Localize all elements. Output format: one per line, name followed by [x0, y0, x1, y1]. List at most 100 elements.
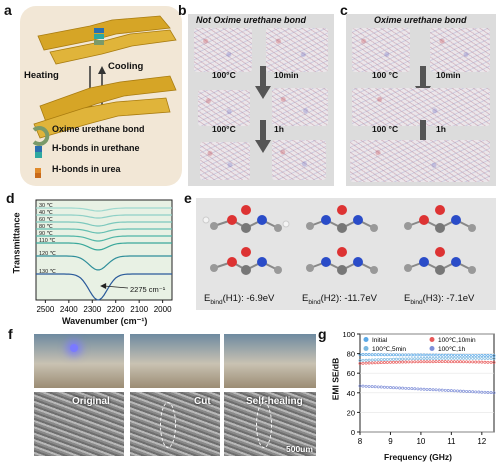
- sim-b-10min-left: [198, 90, 250, 126]
- c-step2-time: 1h: [436, 124, 446, 134]
- emi-data-point: [379, 361, 383, 365]
- panel-c-title: Oxime urethane bond: [374, 15, 467, 25]
- emi-x-tick-label: 8: [358, 437, 363, 446]
- emi-data-point: [486, 354, 490, 357]
- emi-y-tick-label: 60: [347, 369, 355, 378]
- ftir-series-line: [36, 214, 172, 219]
- emi-data-point: [401, 353, 405, 357]
- emi-data-point: [443, 353, 447, 357]
- emi-data-point: [389, 386, 392, 389]
- emi-data-point: [361, 361, 365, 365]
- emi-data-point: [456, 356, 459, 360]
- c-step2-temp: 100 °C: [372, 124, 399, 134]
- emi-data-point: [373, 358, 377, 362]
- emi-data-point: [465, 360, 469, 364]
- emi-legend-marker: [363, 346, 369, 351]
- emi-data-point: [373, 353, 377, 357]
- emi-data-point: [489, 391, 493, 395]
- emi-data-point: [389, 360, 392, 364]
- emi-data-point: [474, 360, 478, 364]
- b-step1-time: 10min: [274, 70, 299, 80]
- emi-data-point: [437, 388, 441, 392]
- emi-data-point: [392, 353, 395, 357]
- ftir-ylabel: Transmittance: [11, 212, 22, 274]
- emi-data-point: [367, 384, 371, 388]
- emi-data-point: [364, 384, 368, 388]
- emi-legend-marker: [429, 337, 435, 342]
- sim-b-10min-right: [272, 88, 328, 126]
- emi-data-point: [404, 353, 408, 357]
- emi-data-point: [446, 389, 450, 392]
- ftir-series-label: 120 ℃: [39, 251, 57, 257]
- ftir-plot-area: [35, 199, 173, 301]
- emi-y-tick-label: 100: [342, 330, 355, 339]
- emi-data-point: [395, 360, 398, 364]
- sim-b-initial-left: [194, 28, 252, 72]
- emi-data-point: [434, 388, 438, 392]
- emi-data-point: [410, 360, 414, 364]
- emi-data-point: [373, 385, 377, 389]
- emi-data-point: [410, 387, 414, 391]
- c-step1-time: 10min: [436, 70, 461, 80]
- emi-data-point: [425, 360, 429, 364]
- emi-data-point: [364, 353, 368, 357]
- emi-data-point: [413, 387, 417, 391]
- cut-highlight-ellipse: [160, 402, 176, 448]
- emi-data-point: [361, 353, 365, 357]
- b-arrow-down-2: [255, 120, 271, 153]
- emi-data-point: [401, 360, 405, 364]
- emi-data-point: [431, 360, 435, 364]
- emi-data-point: [404, 357, 408, 361]
- ftir-series-label: 40 ℃: [39, 210, 54, 216]
- emi-y-tick-label: 80: [347, 350, 355, 359]
- emi-data-point: [480, 356, 484, 360]
- emi-data-point: [434, 356, 438, 360]
- emi-data-point: [413, 357, 417, 361]
- emi-x-tick-label: 11: [447, 437, 456, 446]
- emi-data-point: [462, 353, 465, 357]
- emi-data-point: [468, 356, 472, 360]
- emi-data-point: [477, 356, 481, 360]
- emi-data-point: [376, 385, 380, 389]
- emi-data-point: [382, 385, 386, 389]
- emi-data-point: [492, 357, 496, 360]
- emi-data-point: [471, 353, 475, 357]
- emi-data-point: [477, 353, 481, 357]
- panel-g-label: g: [318, 326, 327, 342]
- emi-data-point: [416, 360, 420, 364]
- ftir-series-line: [36, 221, 172, 227]
- emi-data-point: [492, 360, 496, 364]
- legend-urethane-label: H-bonds in urethane: [52, 143, 140, 153]
- molecule-h2-top: [306, 205, 378, 233]
- emi-legend-label: Initial: [372, 337, 388, 344]
- emi-data-point: [419, 353, 423, 357]
- panel-b-title: Not Oxime urethane bond: [196, 15, 307, 25]
- emi-data-point: [462, 356, 465, 360]
- emi-data-point: [452, 389, 456, 393]
- emi-data-point: [480, 390, 484, 394]
- emi-data-point: [404, 360, 408, 364]
- sim-c-1h: [350, 140, 490, 182]
- b-step2-time: 1h: [274, 124, 284, 134]
- emi-data-point: [465, 389, 469, 393]
- emi-data-point: [440, 388, 444, 392]
- ebind-h3: Ebind(H3): -7.1eV: [404, 293, 475, 306]
- photo-original: [34, 334, 124, 388]
- molecule-h1-bottom: [210, 247, 282, 275]
- emi-data-point: [376, 358, 380, 362]
- emi-data-point: [398, 360, 402, 364]
- ftir-xlabel: Wavenumber (cm⁻¹): [62, 316, 148, 326]
- panel-e-label: e: [184, 190, 192, 206]
- emi-data-point: [395, 353, 398, 357]
- emi-data-point: [428, 388, 432, 391]
- led-glow-icon: [70, 344, 78, 352]
- heating-label: Heating: [24, 70, 59, 81]
- emi-data-point: [398, 357, 402, 361]
- ftir-annotation-arrow: [104, 285, 129, 289]
- photo-self-healing: [224, 334, 316, 388]
- emi-data-point: [425, 357, 429, 360]
- emi-data-point: [379, 385, 383, 389]
- ftir-series-label: 130 ℃: [39, 269, 57, 275]
- emi-data-point: [486, 391, 490, 394]
- emi-data-point: [443, 388, 447, 392]
